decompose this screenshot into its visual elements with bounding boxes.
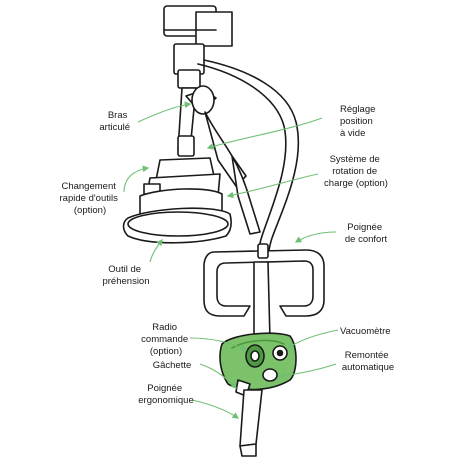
ergonomic-grip (239, 389, 263, 457)
label-poignee-ergonomique: Poignée ergonomique (138, 383, 193, 406)
label-bras-articule: Bras articulé (99, 110, 130, 133)
label-systeme-rotation: Système de rotation de charge (option) (324, 154, 388, 189)
leader-lines (123, 101, 339, 419)
label-changement-rapide: Changement rapide d'outils (option) (60, 181, 121, 216)
comfort-handle (203, 243, 325, 317)
label-poignee-confort: Poignée de confort (345, 222, 388, 245)
leader-reglage (206, 117, 323, 150)
articulated-arm (177, 69, 261, 235)
label-radio-commande: Radio commande (option) (141, 322, 191, 357)
main-tube (253, 261, 271, 341)
control-handle (219, 332, 297, 397)
lifter-illustration (122, 5, 325, 457)
leader-gachette (199, 363, 237, 389)
leader-remontee (278, 363, 337, 379)
leader-poignee-ergo (191, 399, 240, 419)
suction-pad (122, 188, 232, 244)
label-gachette: Gâchette (153, 360, 192, 371)
leader-changement (123, 165, 150, 193)
leader-bras (137, 101, 192, 123)
auto-lift-button[interactable] (262, 368, 278, 382)
label-vacuometre: Vacuomètre (340, 326, 391, 337)
labels: Bras articulé Réglage position à vide Ch… (60, 104, 395, 406)
label-remontee-automatique: Remontée automatique (342, 350, 394, 373)
leader-rotation (226, 173, 319, 199)
leader-vacuometre (286, 329, 339, 349)
leader-outil (149, 238, 163, 263)
label-reglage-position: Réglage position à vide (340, 104, 378, 139)
label-outil-prehension: Outil de préhension (102, 264, 149, 287)
leader-radio (189, 337, 248, 351)
leader-confort (294, 231, 337, 243)
